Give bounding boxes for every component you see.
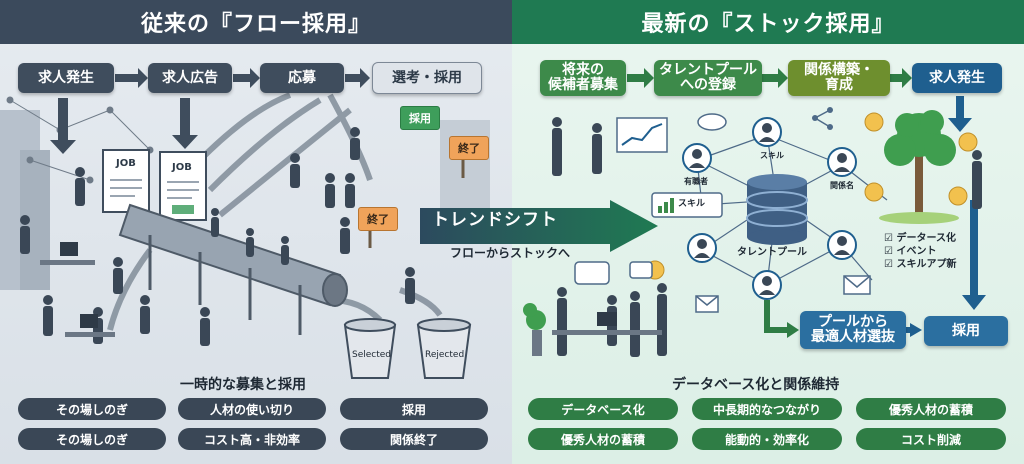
flow-step-selection: 選考・採用 xyxy=(372,62,482,94)
flow-panel-title: 従来の『フロー採用』 xyxy=(0,0,512,44)
stock-step-talent-pool: タレントプールへの登録 xyxy=(654,60,762,96)
flow-step-job-ad: 求人広告 xyxy=(148,63,232,93)
check-item: ☑ イベント xyxy=(884,246,937,257)
flow-trait-pill: その場しのぎ xyxy=(18,398,166,420)
stock-trait-pill: コスト削減 xyxy=(856,428,1006,450)
trend-shift-label: トレンドシフト xyxy=(432,210,558,230)
check-icon: ☑ xyxy=(884,259,897,270)
skill-card-label: スキル xyxy=(678,199,706,209)
stock-panel-title: 最新の『ストック採用』 xyxy=(512,0,1024,44)
flow-step-demand: 求人発生 xyxy=(18,63,114,93)
check-list: ☑ データース化 ☑ イベント ☑ スキルアプ新 xyxy=(884,232,956,271)
job-doc-label: JOB xyxy=(172,162,192,173)
stock-step-demand: 求人発生 xyxy=(912,63,1002,93)
select-from-pool-box: プールから最適人材選抜 xyxy=(800,311,906,349)
end-tag: 終了 xyxy=(358,207,398,231)
stock-step-future-candidates: 将来の候補者募集 xyxy=(540,60,626,96)
check-icon: ☑ xyxy=(884,233,897,244)
check-item: ☑ データース化 xyxy=(884,233,956,244)
flow-section-title: 一時的な募集と採用 xyxy=(180,377,306,393)
flow-trait-pill: コスト高・非効率 xyxy=(178,428,326,450)
node-label-relation: 関係名 xyxy=(830,181,854,190)
stock-section-title: データベース化と関係維持 xyxy=(672,377,840,393)
flow-step-application: 応募 xyxy=(260,63,344,93)
stock-trait-pill: 中長期的なつながり xyxy=(692,398,842,420)
rejected-bin-label: Rejected xyxy=(425,350,465,360)
stock-trait-pill: 優秀人材の蓄積 xyxy=(528,428,678,450)
flow-trait-pill: 関係終了 xyxy=(340,428,488,450)
flow-trait-pill: 人材の使い切り xyxy=(178,398,326,420)
check-icon: ☑ xyxy=(884,246,897,257)
trend-shift-arrow xyxy=(420,200,658,252)
trend-shift-subtitle: フローからストックへ xyxy=(450,246,571,260)
flow-trait-pill: その場しのぎ xyxy=(18,428,166,450)
hired-tag: 採用 xyxy=(400,106,440,130)
job-doc-label: JOB xyxy=(116,158,136,169)
stock-step-relationship: 関係構築・育成 xyxy=(788,60,890,96)
flow-illustration xyxy=(0,68,490,379)
check-item: ☑ スキルアプ新 xyxy=(884,259,957,270)
stock-trait-pill: データベース化 xyxy=(528,398,678,420)
node-label-holder: 有職者 xyxy=(684,177,708,186)
node-label-skill: スキル xyxy=(760,151,784,160)
stock-illustration xyxy=(523,68,986,357)
talent-pool-label: タレントプール xyxy=(737,247,807,258)
selected-bin-label: Selected xyxy=(352,350,392,360)
stock-trait-pill: 優秀人材の蓄積 xyxy=(856,398,1006,420)
stock-hire-box: 採用 xyxy=(924,316,1008,346)
stock-trait-pill: 能動的・効率化 xyxy=(692,428,842,450)
flow-trait-pill: 採用 xyxy=(340,398,488,420)
end-tag: 終了 xyxy=(449,136,489,160)
